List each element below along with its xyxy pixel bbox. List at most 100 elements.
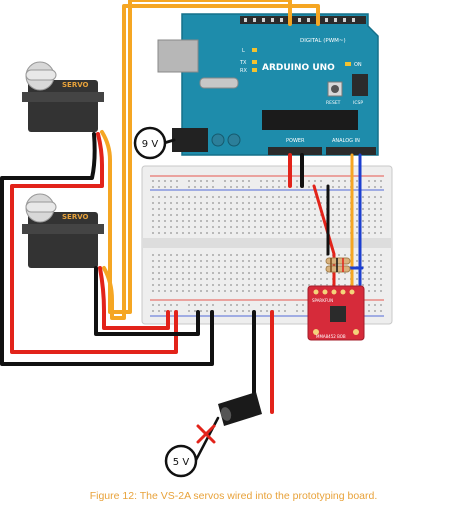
breadboard-hole <box>344 278 346 280</box>
breadboard-hole <box>320 260 322 262</box>
breadboard-hole <box>278 290 280 292</box>
breadboard-hole <box>266 310 268 312</box>
led-l-label: L <box>242 48 245 54</box>
breadboard-hole <box>374 260 376 262</box>
breadboard-hole <box>242 232 244 234</box>
breadboard-hole <box>212 284 214 286</box>
breadboard-hole <box>248 196 250 198</box>
digital-header-label: DIGITAL (PWM~) <box>300 38 346 44</box>
breadboard-hole <box>158 304 160 306</box>
breadboard-hole <box>242 208 244 210</box>
breadboard-hole <box>266 254 268 256</box>
breadboard-hole <box>254 266 256 268</box>
breadboard-hole <box>188 284 190 286</box>
breadboard-hole <box>242 214 244 216</box>
microcontroller-chip <box>262 110 358 130</box>
breadboard-hole <box>362 260 364 262</box>
breadboard-hole <box>200 226 202 228</box>
breadboard-hole <box>200 232 202 234</box>
breadboard-hole <box>212 260 214 262</box>
breadboard-hole <box>188 202 190 204</box>
breadboard-hole <box>362 220 364 222</box>
breadboard-hole <box>188 186 190 188</box>
breadboard-hole <box>374 214 376 216</box>
breadboard-hole <box>212 278 214 280</box>
breadboard-hole <box>272 290 274 292</box>
breadboard-hole <box>194 272 196 274</box>
servo-top-power-wire <box>10 132 178 354</box>
breadboard-hole <box>338 208 340 210</box>
breadboard-hole <box>302 232 304 234</box>
breadboard-hole <box>254 202 256 204</box>
breadboard-hole <box>230 278 232 280</box>
breadboard-hole <box>278 284 280 286</box>
breadboard-hole <box>374 220 376 222</box>
breadboard-hole <box>236 284 238 286</box>
breadboard-hole <box>164 260 166 262</box>
breadboard-hole <box>206 232 208 234</box>
breadboard-hole <box>206 220 208 222</box>
breadboard-hole <box>224 278 226 280</box>
crystal <box>199 77 239 89</box>
breadboard-hole <box>356 208 358 210</box>
breadboard-hole <box>362 232 364 234</box>
breadboard-hole <box>254 208 256 210</box>
breadboard-hole <box>338 272 340 274</box>
breadboard-hole <box>296 272 298 274</box>
breadboard-hole <box>194 284 196 286</box>
breadboard-hole <box>236 220 238 222</box>
breadboard-hole <box>164 214 166 216</box>
breadboard-hole <box>200 180 202 182</box>
breadboard-hole <box>218 196 220 198</box>
breadboard-hole <box>164 180 166 182</box>
breadboard-hole <box>206 180 208 182</box>
breadboard-hole <box>356 284 358 286</box>
breadboard-hole <box>218 226 220 228</box>
breadboard-hole <box>182 226 184 228</box>
breadboard-hole <box>212 180 214 182</box>
breadboard-hole <box>152 214 154 216</box>
breadboard-hole <box>152 180 154 182</box>
breadboard-hole <box>230 310 232 312</box>
breadboard-hole <box>194 202 196 204</box>
breadboard-hole <box>176 266 178 268</box>
breadboard-hole <box>374 232 376 234</box>
breadboard-hole <box>374 196 376 198</box>
breadboard-hole <box>152 272 154 274</box>
breadboard-hole <box>314 284 316 286</box>
breadboard-hole <box>374 266 376 268</box>
breadboard-hole <box>368 214 370 216</box>
breadboard-hole <box>374 272 376 274</box>
breadboard-hole <box>338 284 340 286</box>
breadboard-hole <box>218 208 220 210</box>
breadboard-hole <box>152 254 154 256</box>
breadboard-hole <box>332 226 334 228</box>
breadboard-hole <box>242 278 244 280</box>
breadboard-hole <box>230 196 232 198</box>
breadboard-hole <box>152 266 154 268</box>
breadboard-hole <box>224 208 226 210</box>
pullup-resistors <box>325 257 351 273</box>
breadboard-hole <box>206 208 208 210</box>
power-header <box>268 147 322 155</box>
dc-power-jack <box>172 128 208 152</box>
breadboard-hole <box>278 232 280 234</box>
breadboard-hole <box>194 266 196 268</box>
breadboard-hole <box>236 214 238 216</box>
breadboard-hole <box>380 272 382 274</box>
breadboard-hole <box>296 232 298 234</box>
breadboard-hole <box>272 254 274 256</box>
breadboard-hole <box>272 214 274 216</box>
breadboard-hole <box>182 254 184 256</box>
breadboard-hole <box>170 214 172 216</box>
breadboard-hole <box>308 284 310 286</box>
breadboard-hole <box>188 208 190 210</box>
breadboard-hole <box>194 310 196 312</box>
breadboard-hole <box>284 180 286 182</box>
breadboard-hole <box>176 208 178 210</box>
breadboard-hole <box>368 272 370 274</box>
breadboard-hole <box>368 180 370 182</box>
breadboard-hole <box>176 284 178 286</box>
breadboard-hole <box>266 278 268 280</box>
breadboard-hole <box>266 232 268 234</box>
